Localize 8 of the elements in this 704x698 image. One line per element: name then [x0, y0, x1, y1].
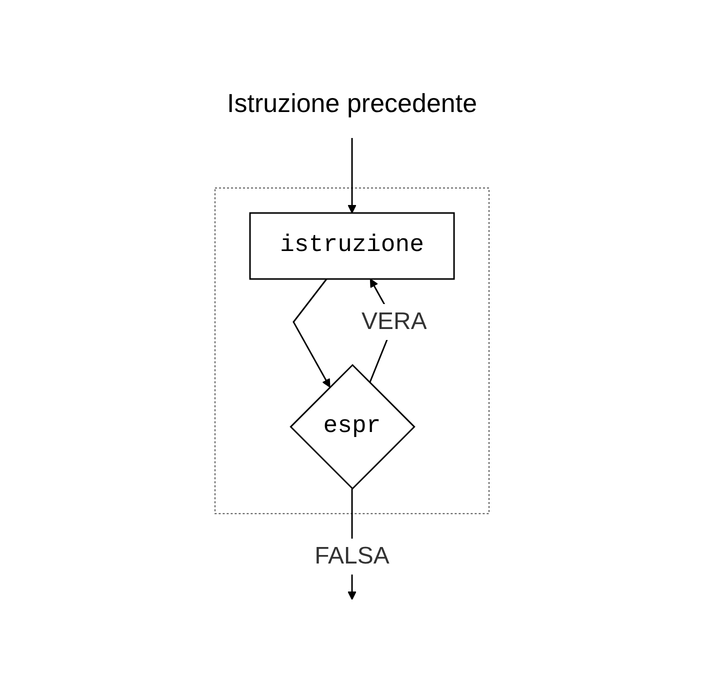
node-diamond: espr	[290, 364, 416, 490]
node-box: istruzione	[249, 212, 455, 280]
edge-label: FALSA	[314, 542, 390, 570]
arrow	[348, 138, 356, 214]
arrow	[292, 278, 330, 388]
cluster	[214, 187, 490, 514]
edge-label: VERA	[361, 308, 427, 335]
node-text: Istruzione precedente	[226, 88, 478, 118]
